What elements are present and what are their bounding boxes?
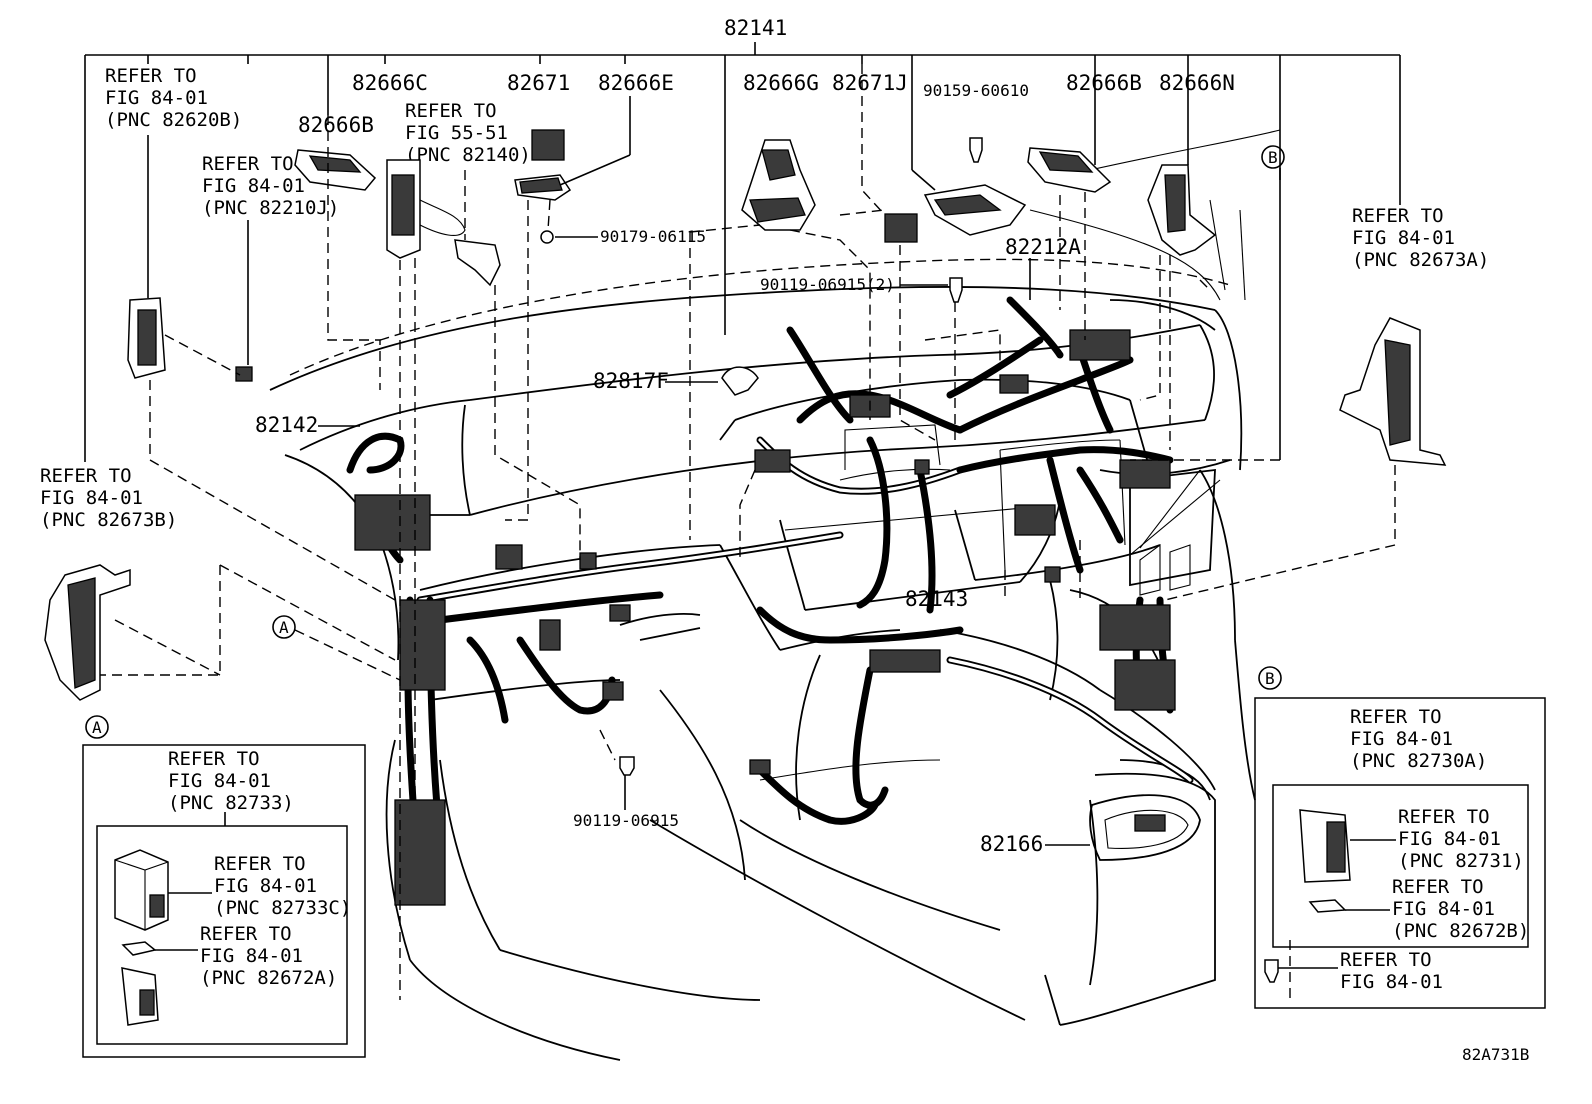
inset-a-item1-line1[interactable]: REFER TO [214, 853, 306, 875]
refer-82620b-line3[interactable]: (PNC 82620B) [105, 109, 242, 131]
refer-82210j-line1[interactable]: REFER TO [202, 153, 294, 175]
marker-b-inset[interactable]: B [1265, 669, 1275, 688]
refer-82140-line2[interactable]: FIG 55-51 [405, 122, 508, 144]
inset-a-frame [82, 744, 366, 1058]
label-82666n[interactable]: 82666N [1159, 71, 1235, 95]
label-82666e[interactable]: 82666E [598, 71, 674, 95]
inset-a-item1-line3[interactable]: (PNC 82733C) [214, 897, 351, 919]
inset-b-item3-line2[interactable]: FIG 84-01 [1340, 971, 1443, 993]
inset-b-inner-frame [1272, 784, 1529, 948]
label-82166[interactable]: 82166 [980, 832, 1043, 856]
leader-lines [100, 64, 1396, 1000]
inset-b-item2-line1[interactable]: REFER TO [1392, 876, 1484, 898]
refer-82673a-line1[interactable]: REFER TO [1352, 205, 1444, 227]
inset-a-item2-line2[interactable]: FIG 84-01 [200, 945, 303, 967]
inset-b-item1-line3[interactable]: (PNC 82731) [1398, 850, 1524, 872]
marker-b-top[interactable]: B [1268, 148, 1278, 167]
bolt-90159-60610[interactable] [969, 137, 983, 163]
refer-82620b-line2[interactable]: FIG 84-01 [105, 87, 208, 109]
inset-b: REFER TO FIG 84-01 (PNC 82730A) REFER TO… [1254, 697, 1546, 1009]
inset-b-item1-line1[interactable]: REFER TO [1398, 806, 1490, 828]
part-82210j[interactable] [235, 366, 253, 382]
refer-82140-line1[interactable]: REFER TO [405, 100, 497, 122]
ecu-82733c[interactable] [114, 849, 169, 931]
inset-b-outer-line3[interactable]: (PNC 82730A) [1350, 750, 1487, 772]
label-82666c[interactable]: 82666C [352, 71, 428, 95]
label-82817f[interactable]: 82817F [593, 369, 669, 393]
relay-82671j[interactable] [884, 213, 918, 243]
label-82666g[interactable]: 82666G [743, 71, 819, 95]
inset-a-outer-line3[interactable]: (PNC 82733) [168, 792, 294, 814]
label-90119-06915[interactable]: 90119-06915 [573, 811, 679, 830]
top-labels: REFER TO FIG 84-01 (PNC 82620B) REFER TO… [40, 65, 1489, 531]
inset-a: REFER TO FIG 84-01 (PNC 82733) REFER TO … [82, 744, 366, 1058]
inset-b-item2-line3[interactable]: (PNC 82672B) [1392, 920, 1529, 942]
clip-90179-06115[interactable] [540, 230, 554, 244]
refer-82620b-line1[interactable]: REFER TO [105, 65, 197, 87]
part-82140[interactable] [454, 239, 501, 287]
bolt-inset-b[interactable] [1264, 959, 1279, 983]
marker-a-inset[interactable]: A [92, 718, 102, 737]
inset-a-outer-line2[interactable]: FIG 84-01 [168, 770, 271, 792]
refer-82140-line3[interactable]: (PNC 82140) [405, 144, 531, 166]
bolt-90119-06915-2[interactable] [949, 277, 963, 303]
inset-b-frame [1254, 697, 1546, 1009]
inset-b-outer-line2[interactable]: FIG 84-01 [1350, 728, 1453, 750]
label-82143[interactable]: 82143 [905, 587, 968, 611]
bolt-90119-06915[interactable] [619, 756, 635, 776]
label-82212a[interactable]: 82212A [1005, 235, 1081, 259]
refer-82673b-line3[interactable]: (PNC 82673B) [40, 509, 177, 531]
relay-82671[interactable] [531, 129, 565, 161]
refer-82673b-line1[interactable]: REFER TO [40, 465, 132, 487]
inset-a-inner-frame [96, 825, 348, 1045]
label-82666b-right[interactable]: 82666B [1066, 71, 1142, 95]
bracket-82672b[interactable] [1308, 899, 1347, 913]
components [44, 64, 1447, 906]
refer-82210j-line2[interactable]: FIG 84-01 [202, 175, 305, 197]
label-82142[interactable]: 82142 [255, 413, 318, 437]
inset-a-item2-line1[interactable]: REFER TO [200, 923, 292, 945]
main-harness-bracket: 82141 [84, 16, 1401, 462]
refer-82210j-line3[interactable]: (PNC 82210J) [202, 197, 339, 219]
inset-b-item3-line1[interactable]: REFER TO [1340, 949, 1432, 971]
bracket-82672a[interactable] [121, 941, 157, 956]
inset-b-outer-line1[interactable]: REFER TO [1350, 706, 1442, 728]
callout-markers: B A A B [85, 145, 1285, 739]
refer-82673a-line3[interactable]: (PNC 82673A) [1352, 249, 1489, 271]
inset-a-outer-line1[interactable]: REFER TO [168, 748, 260, 770]
wire-harness [346, 296, 1194, 904]
label-82141[interactable]: 82141 [724, 16, 787, 40]
label-82671j[interactable]: 82671J [832, 71, 908, 95]
inset-b-item1-line2[interactable]: FIG 84-01 [1398, 828, 1501, 850]
clip-82817f[interactable] [721, 366, 759, 396]
inset-a-item1-line2[interactable]: FIG 84-01 [214, 875, 317, 897]
label-82666b-left[interactable]: 82666B [298, 113, 374, 137]
inset-b-item2-line2[interactable]: FIG 84-01 [1392, 898, 1495, 920]
figure-code: 82A731B [1462, 1045, 1529, 1064]
label-82671[interactable]: 82671 [507, 71, 570, 95]
label-90179-06115[interactable]: 90179-06115 [600, 227, 706, 246]
inset-a-item2-line3[interactable]: (PNC 82672A) [200, 967, 337, 989]
marker-a-mid[interactable]: A [279, 618, 289, 637]
refer-82673b-line2[interactable]: FIG 84-01 [40, 487, 143, 509]
instrument-panel-body [269, 129, 1281, 1061]
refer-82673a-line2[interactable]: FIG 84-01 [1352, 227, 1455, 249]
label-90159-60610[interactable]: 90159-60610 [923, 81, 1029, 100]
